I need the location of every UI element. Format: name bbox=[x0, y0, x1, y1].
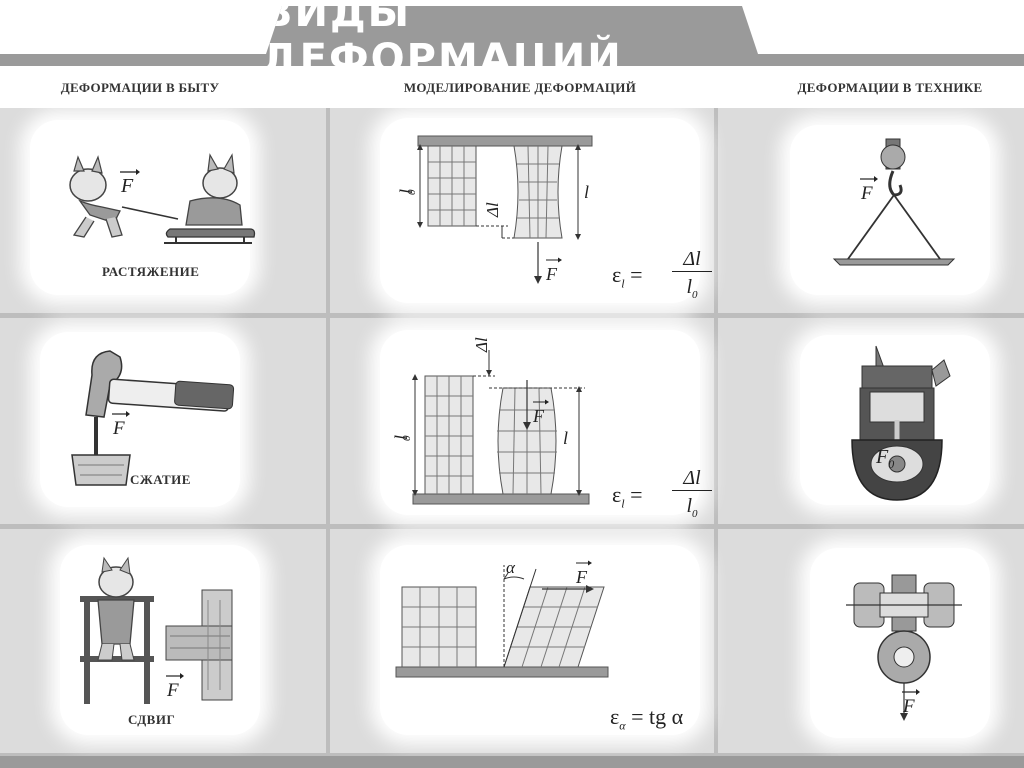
shear-caption: СДВИГ bbox=[128, 712, 176, 727]
tension-l0-sub: 0 bbox=[406, 189, 418, 195]
compression-formula-denominator: l0 bbox=[686, 495, 698, 520]
sled-scene-illustration bbox=[69, 153, 256, 244]
compression-delta-label: Δl bbox=[472, 337, 491, 353]
column-header-everyday: ДЕФОРМАЦИИ В БЫТУ bbox=[60, 80, 220, 95]
compression-formula: εl = bbox=[612, 482, 643, 511]
hammer-nail-illustration bbox=[71, 350, 235, 486]
tension-force-label: F bbox=[120, 175, 134, 197]
shear-angle-label: α bbox=[506, 558, 516, 577]
compression-l0-label: l bbox=[391, 435, 411, 440]
shear-force-label: F bbox=[166, 680, 179, 701]
tension-formula-lhs-sub: l bbox=[621, 276, 625, 291]
shear-deformed-block bbox=[503, 586, 605, 668]
compression-formula-lhs-sub: l bbox=[621, 496, 625, 511]
page-title: ВИДЫ ДЕФОРМАЦИЙ bbox=[262, 0, 623, 82]
shear-formula: εα = tg α bbox=[610, 704, 683, 733]
title-plate: ВИДЫ ДЕФОРМАЦИЙ bbox=[262, 6, 762, 66]
column-header-technique: ДЕФОРМАЦИИ В ТЕХНИКЕ bbox=[797, 80, 983, 95]
shear-formula-lhs: ε bbox=[610, 704, 620, 729]
shear-force-vector: F bbox=[166, 673, 184, 701]
compression-l0-sub: 0 bbox=[401, 435, 413, 441]
tech-tension-force-vector: F bbox=[860, 176, 878, 204]
compression-l-label: l bbox=[563, 428, 568, 448]
engine-piston-illustration bbox=[851, 345, 951, 501]
bottom-stripe bbox=[0, 756, 1024, 768]
shear-original-block bbox=[401, 586, 477, 668]
compression-formula-lhs: ε bbox=[612, 482, 622, 507]
shear-scene-illustration bbox=[80, 556, 233, 704]
shear-model-diagram: α F bbox=[395, 558, 609, 678]
tech-compression-force: F0 bbox=[876, 446, 895, 471]
tension-formula: εl = bbox=[612, 262, 643, 291]
glow-compression-everyday bbox=[40, 332, 240, 507]
shear-formula-sub: α bbox=[619, 718, 626, 733]
compression-force-vector: F bbox=[112, 411, 130, 439]
tension-original-block bbox=[427, 145, 477, 227]
tension-formula-numerator: Δl bbox=[672, 248, 712, 272]
tension-l-label: l bbox=[584, 182, 589, 202]
tension-formula-lhs: ε bbox=[612, 262, 622, 287]
compression-model-diagram: Δl F l 0 l bbox=[391, 337, 590, 505]
shear-formula-rhs: = tg α bbox=[631, 704, 684, 729]
crane-hook-illustration bbox=[832, 138, 956, 266]
tech-shear-force-label: F bbox=[902, 696, 915, 717]
tension-formula-denominator: l0 bbox=[686, 276, 698, 301]
tension-force-vector: F bbox=[120, 169, 140, 197]
compression-compressed-block bbox=[497, 387, 557, 495]
tension-stretched-block bbox=[513, 145, 563, 239]
compression-original-block bbox=[424, 375, 474, 495]
tension-l0-label: l bbox=[396, 189, 416, 194]
shear-model-force-label: F bbox=[575, 567, 588, 587]
tech-shear-force-vector: F bbox=[902, 689, 920, 717]
tension-caption: РАСТЯЖЕНИЕ bbox=[102, 264, 200, 279]
tech-tension-force-label: F bbox=[860, 183, 873, 204]
compression-formula-numerator: Δl bbox=[672, 467, 712, 491]
tension-model-force-label: F bbox=[545, 264, 558, 284]
bolted-joint-illustration bbox=[846, 574, 962, 721]
compression-caption: СЖАТИЕ bbox=[130, 472, 191, 487]
tension-delta-label: Δl bbox=[483, 202, 502, 218]
column-header-modeling: МОДЕЛИРОВАНИЕ ДЕФОРМАЦИЙ bbox=[403, 80, 637, 95]
column-header-row bbox=[0, 66, 1024, 108]
tension-model-diagram: F l 0 Δl l bbox=[396, 135, 593, 284]
compression-force-label: F bbox=[112, 418, 125, 439]
compression-model-force-label: F bbox=[532, 406, 545, 426]
